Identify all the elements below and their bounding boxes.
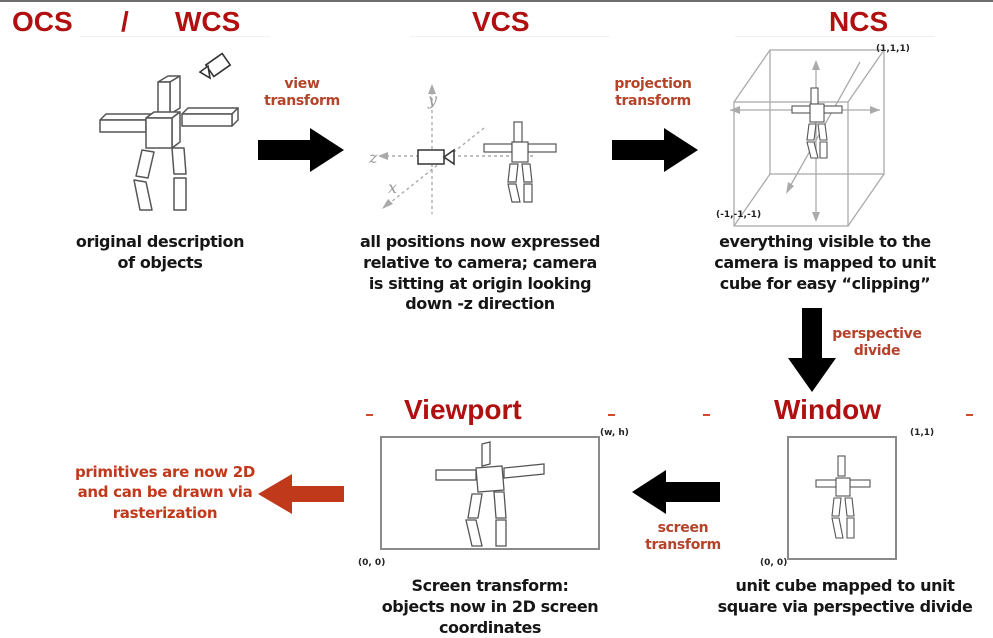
perspective-divide-arrow-icon — [788, 308, 836, 392]
caption-ncs: everything visible to the camera is mapp… — [714, 232, 936, 293]
separator-dash — [703, 414, 710, 416]
caption-viewport: Screen transform: objects now in 2D scre… — [381, 576, 599, 637]
header-vcs: VCS — [472, 6, 530, 37]
axis-label-z: z — [369, 148, 378, 167]
top-border — [0, 0, 993, 2]
ncs-cube-figure — [730, 49, 885, 227]
label-view-transform: view transform — [264, 76, 340, 109]
window-square — [787, 436, 897, 560]
header-guide-line — [410, 36, 610, 37]
separator-dash — [608, 414, 615, 416]
view-transform-arrow-icon — [258, 128, 344, 172]
caption-original: original description of objects — [75, 232, 245, 272]
caption-vcs: all positions now expressed relative to … — [359, 232, 601, 314]
label-projection-transform: projection transform — [614, 76, 692, 109]
vcs-camera-icon — [417, 148, 455, 166]
header-viewport: Viewport — [404, 394, 522, 425]
viewport-max-coord: (w, h) — [600, 428, 629, 438]
viewport-rectangle — [380, 436, 600, 550]
separator-dash — [366, 414, 373, 416]
window-robot-figure — [815, 455, 871, 539]
header-slash: / — [121, 6, 129, 37]
header-window: Window — [774, 394, 882, 425]
window-max-coord: (1,1) — [910, 428, 935, 438]
camera-icon — [198, 52, 232, 80]
viewport-robot-figure — [435, 441, 545, 547]
header-ocs: OCS — [12, 6, 73, 37]
header-guide-line — [735, 36, 935, 37]
caption-window: unit cube mapped to unit square via pers… — [717, 576, 973, 616]
rasterization-arrow-icon — [258, 474, 344, 514]
viewport-min-coord: (0, 0) — [358, 558, 386, 568]
separator-dash — [966, 414, 973, 416]
screen-transform-arrow-icon — [632, 470, 720, 514]
axis-label-y: y — [428, 90, 438, 109]
vcs-figure — [378, 84, 557, 214]
header-ncs: NCS — [829, 6, 889, 37]
ncs-min-coord: (-1,-1,-1) — [716, 210, 762, 220]
label-perspective-divide: perspective divide — [832, 326, 922, 359]
original-robot-figure — [99, 52, 239, 211]
projection-transform-arrow-icon — [612, 128, 698, 172]
label-screen-transform: screen transform — [645, 520, 721, 553]
caption-primitives: primitives are now 2D and can be drawn v… — [74, 463, 256, 522]
header-guide-line — [80, 36, 270, 37]
window-min-coord: (0, 0) — [760, 558, 788, 568]
header-wcs: WCS — [175, 6, 241, 37]
ncs-max-coord: (1,1,1) — [876, 44, 910, 54]
axis-label-x: x — [388, 178, 398, 197]
